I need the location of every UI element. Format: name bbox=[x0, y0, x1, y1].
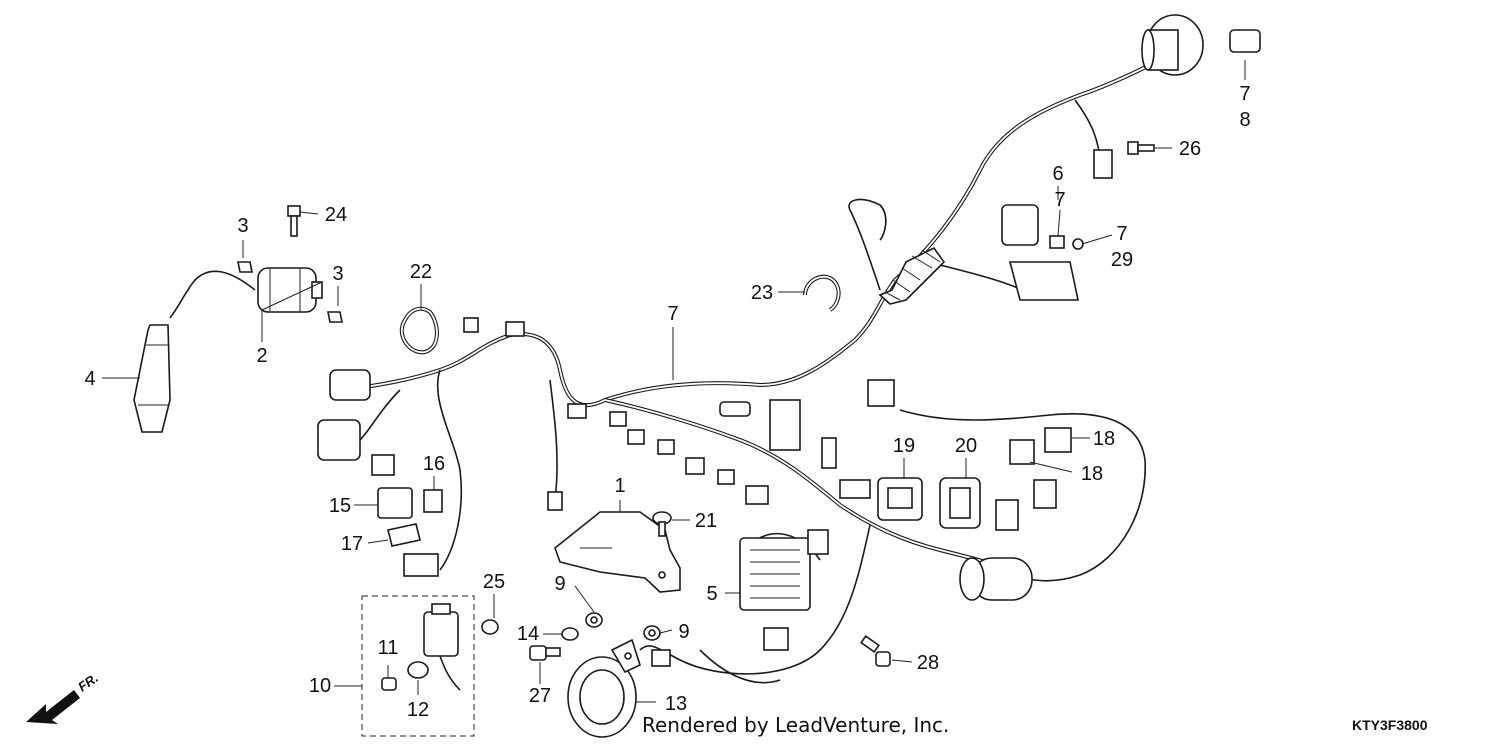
callout-18-lower: 18 bbox=[1081, 463, 1103, 485]
spark-plug-cap bbox=[133, 324, 171, 433]
right-connectors bbox=[995, 479, 1057, 531]
callout-22: 22 bbox=[410, 261, 432, 283]
footer-credit: Rendered by LeadVenture, Inc. bbox=[642, 713, 949, 737]
nut-9-b bbox=[643, 625, 661, 641]
bracket-1 bbox=[554, 511, 681, 593]
cap-7-8 bbox=[1229, 29, 1261, 53]
callout-11: 11 bbox=[378, 637, 399, 659]
callout-7-right-a: 7 bbox=[1054, 189, 1065, 211]
ignition-coil bbox=[169, 267, 323, 319]
center-connectors bbox=[609, 379, 895, 505]
bolt-21 bbox=[652, 511, 672, 537]
coil-clip-upper bbox=[237, 261, 253, 273]
callout-7-right-b: 7 bbox=[1116, 223, 1127, 245]
small-part-29 bbox=[1072, 238, 1084, 250]
callout-9-upper: 9 bbox=[554, 573, 565, 595]
callout-5: 5 bbox=[706, 583, 717, 605]
callout-24: 24 bbox=[325, 204, 347, 226]
leader-lines bbox=[102, 60, 1246, 703]
diagram-code: KTY3F3800 bbox=[1352, 717, 1428, 733]
upper-right-block bbox=[1001, 149, 1113, 301]
callout-6: 6 bbox=[1052, 163, 1063, 185]
callout-25: 25 bbox=[483, 571, 505, 593]
left-connectors bbox=[317, 317, 587, 511]
callout-21: 21 bbox=[695, 510, 717, 532]
taped-harness-section bbox=[878, 246, 946, 305]
callout-14: 14 bbox=[517, 623, 539, 645]
callout-4: 4 bbox=[84, 368, 95, 390]
callout-7-center: 7 bbox=[667, 303, 678, 325]
lower-round-connector bbox=[959, 557, 1033, 601]
callout-20: 20 bbox=[955, 435, 977, 457]
relay-18-b bbox=[1044, 427, 1072, 453]
relay-15 bbox=[377, 487, 413, 519]
front-direction-arrow: FR. bbox=[26, 670, 101, 724]
coil-clip-lower bbox=[327, 311, 343, 323]
direction-label: FR. bbox=[75, 670, 101, 694]
washer-14 bbox=[561, 627, 579, 641]
holder-17 bbox=[387, 523, 439, 577]
callout-1: 1 bbox=[614, 475, 625, 497]
callout-26: 26 bbox=[1179, 138, 1201, 160]
callout-12: 12 bbox=[407, 699, 429, 721]
callout-2: 2 bbox=[256, 345, 267, 367]
callout-10: 10 bbox=[309, 675, 331, 697]
bolt-28 bbox=[860, 635, 891, 667]
harness-band bbox=[399, 306, 439, 355]
callout-8: 8 bbox=[1239, 109, 1250, 131]
callout-29: 29 bbox=[1111, 249, 1133, 271]
starter-relay-group bbox=[361, 595, 475, 737]
callout-18-upper: 18 bbox=[1093, 428, 1115, 450]
bolt-26 bbox=[1127, 141, 1155, 155]
unit-19 bbox=[877, 477, 923, 521]
bolt-11 bbox=[381, 677, 397, 691]
harness-clip-23 bbox=[803, 274, 841, 312]
callout-7-top: 7 bbox=[1239, 83, 1250, 105]
top-round-connector bbox=[1141, 14, 1204, 76]
callout-3-lower: 3 bbox=[332, 263, 343, 285]
horn-13 bbox=[567, 638, 671, 738]
front-arrow-icon bbox=[26, 690, 80, 724]
unit-20 bbox=[939, 477, 981, 529]
callout-23: 23 bbox=[751, 282, 773, 304]
coil-bolt bbox=[287, 205, 301, 237]
callout-3-upper: 3 bbox=[237, 215, 248, 237]
callout-28: 28 bbox=[917, 652, 939, 674]
callout-19: 19 bbox=[893, 435, 915, 457]
callout-9-right: 9 bbox=[678, 621, 689, 643]
callout-13: 13 bbox=[665, 693, 687, 715]
nut-25 bbox=[481, 619, 499, 635]
connector-16 bbox=[423, 489, 443, 513]
relay-18-a bbox=[1009, 439, 1035, 465]
callout-16: 16 bbox=[423, 453, 445, 475]
nut-9-a bbox=[585, 612, 603, 628]
grommet-12 bbox=[407, 661, 429, 679]
callout-labels: 1 2 3 3 4 5 6 7 7 7 7 8 9 9 10 11 12 13 … bbox=[84, 83, 1250, 721]
callout-27: 27 bbox=[529, 685, 551, 707]
bolt-27 bbox=[529, 645, 561, 661]
regulator-5 bbox=[739, 529, 829, 651]
callout-17: 17 bbox=[341, 533, 363, 555]
callout-15: 15 bbox=[329, 495, 351, 517]
